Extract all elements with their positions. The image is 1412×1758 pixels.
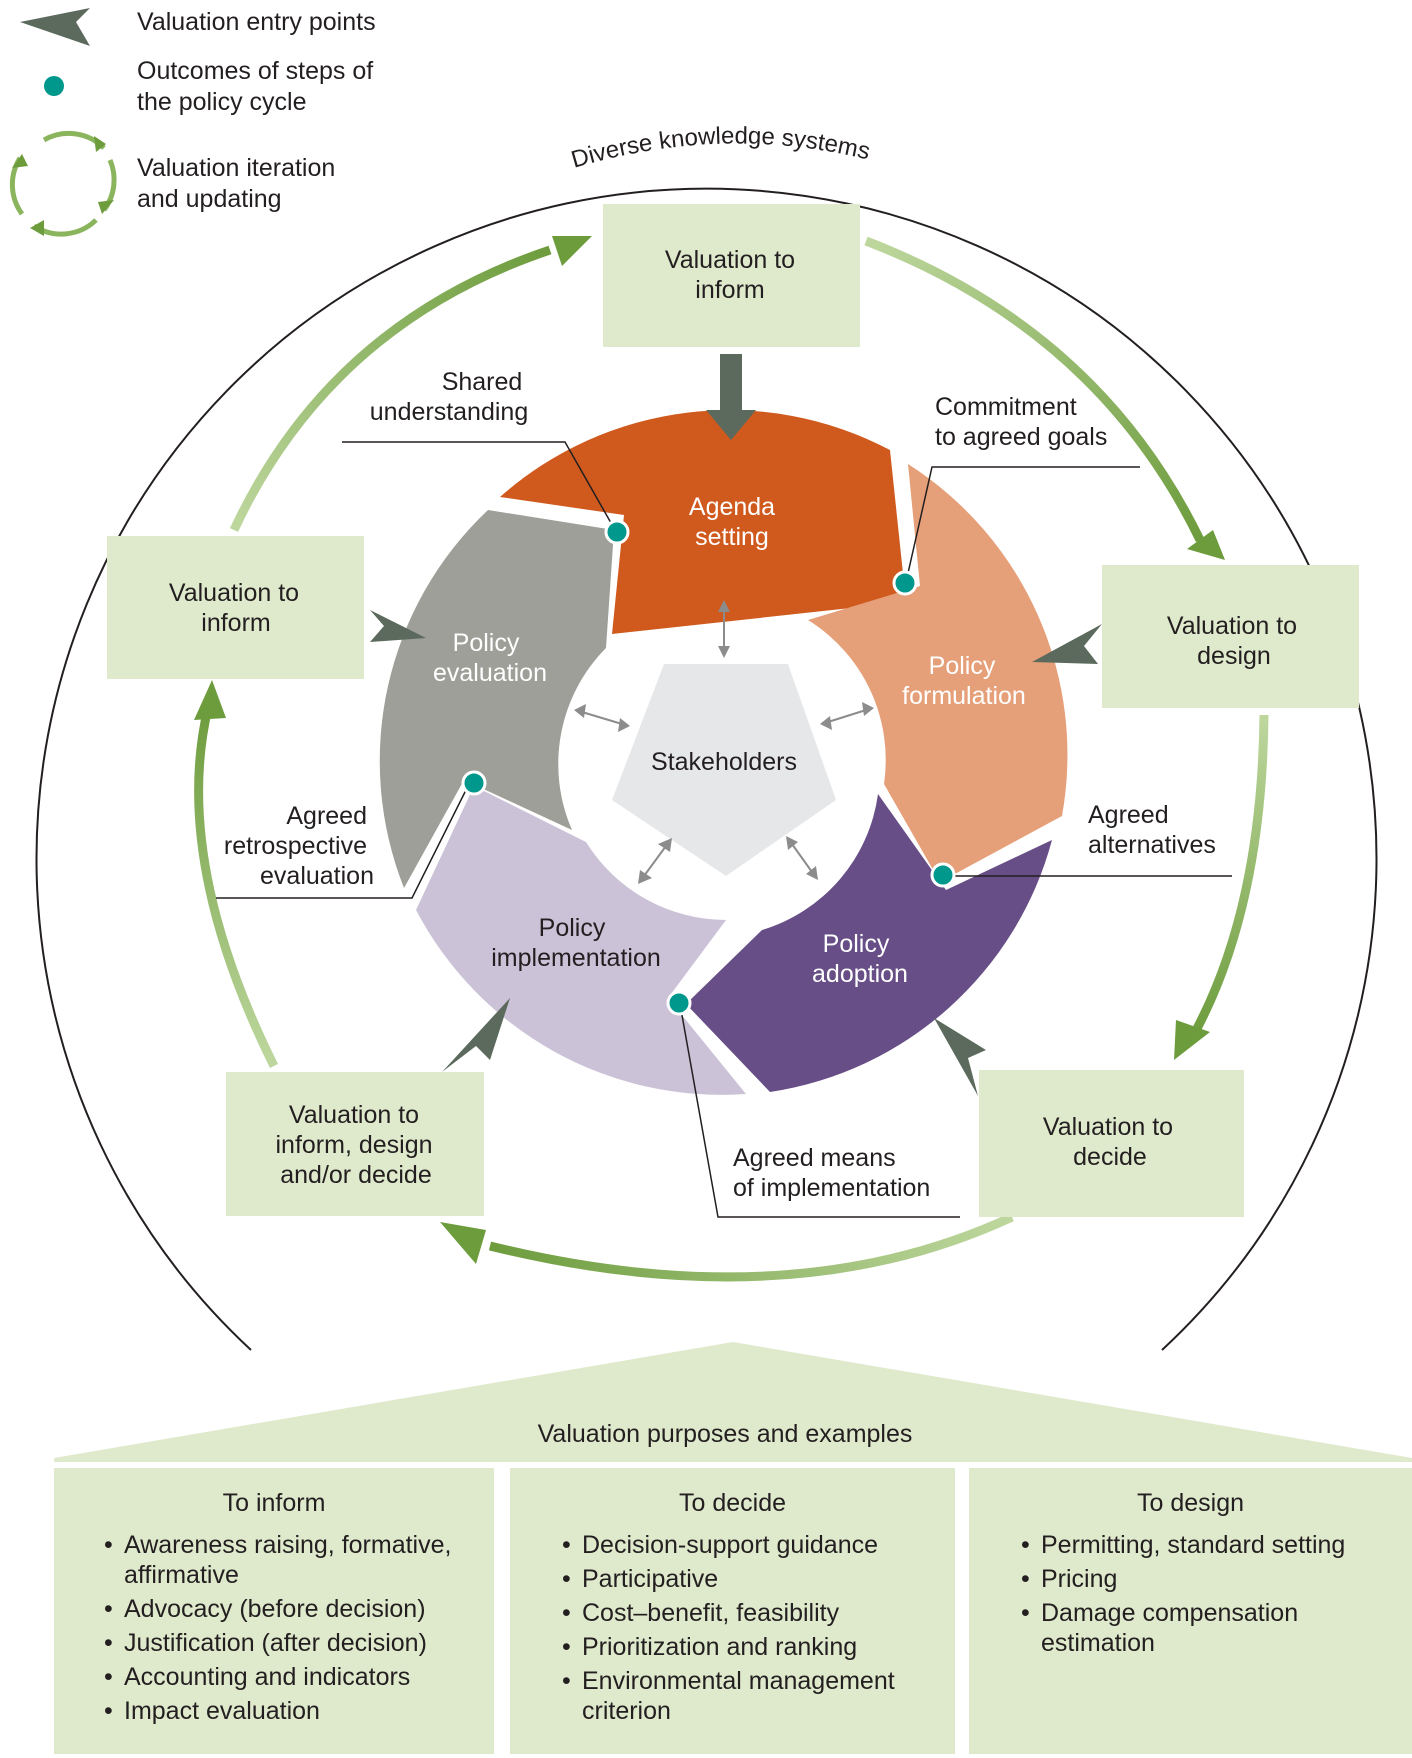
outer-ring-label: Diverse knowledge systems: [568, 122, 872, 173]
box-bottom-left-line1: Valuation to: [289, 1101, 419, 1129]
adoption-label-line2: adoption: [812, 960, 908, 988]
box-bottom-right-line1: Valuation to: [1043, 1113, 1173, 1141]
box-bottom-left: [226, 1072, 484, 1216]
list-item: Damage compensation estimation: [1021, 1598, 1394, 1658]
outcome-dot-legend-icon: [44, 76, 64, 96]
panel-decide-list: Decision-support guidance Participative …: [562, 1530, 937, 1730]
panel-inform: To inform Awareness raising, formative, …: [54, 1468, 494, 1754]
stakeholder-links: [574, 600, 874, 884]
entry-arrow-left: [370, 610, 426, 642]
panel-design-title: To design: [1136, 1489, 1245, 1517]
legend-outcomes-line2: the policy cycle: [137, 88, 307, 116]
implementation-label-line2: implementation: [491, 944, 661, 972]
box-top-line2: inform: [695, 276, 764, 304]
outcome-commitment-line2: to agreed goals: [935, 423, 1107, 451]
list-item: Permitting, standard setting: [1021, 1530, 1394, 1560]
purposes-title: Valuation purposes and examples: [538, 1420, 913, 1448]
box-bottom-right: [979, 1070, 1244, 1217]
panel-inform-title: To inform: [222, 1489, 326, 1517]
box-top: [603, 204, 860, 347]
panel-design: To design Permitting, standard setting P…: [969, 1468, 1412, 1754]
outcome-dot-retrospective: [461, 770, 487, 796]
purposes-banner: [54, 1342, 1412, 1462]
agenda-label-line1: Agenda: [689, 493, 775, 521]
outcome-retro-line2: retrospective: [224, 832, 367, 860]
outer-ring: [35, 187, 1378, 1351]
list-item: Awareness raising, formative, affirmativ…: [104, 1530, 476, 1590]
box-top-line1: Valuation to: [665, 246, 795, 274]
legend-iteration-line1: Valuation iteration: [137, 154, 335, 182]
box-right: [1102, 565, 1359, 708]
implementation-label-line1: Policy: [539, 914, 606, 942]
outcome-shared-line1: Shared: [442, 368, 523, 396]
policy-formulation-segment: [808, 464, 1068, 882]
list-item: Decision-support guidance: [562, 1530, 937, 1560]
box-bottom-left-line3: and/or decide: [280, 1161, 432, 1189]
entry-arrow-bottom-right: [934, 1018, 986, 1096]
panel-decide-title: To decide: [678, 1489, 787, 1517]
list-item: Impact evaluation: [104, 1696, 476, 1726]
outcome-retro-line1: Agreed: [286, 802, 367, 830]
list-item: Advocacy (before decision): [104, 1594, 476, 1624]
list-item: Accounting and indicators: [104, 1662, 476, 1692]
outcome-means-line1: Agreed means: [733, 1144, 896, 1172]
legend-entry-points: Valuation entry points: [137, 8, 376, 36]
policy-evaluation-segment: [379, 510, 614, 888]
box-left: [107, 536, 364, 679]
policy-adoption-segment: [686, 794, 1052, 1092]
outcome-shared-line2: understanding: [370, 398, 528, 426]
outcome-dot-means: [666, 990, 692, 1016]
agenda-setting-segment: [500, 410, 906, 634]
outcome-dots: [461, 519, 956, 1016]
box-bottom-left-line2: inform, design: [275, 1131, 432, 1159]
formulation-label-line2: formulation: [902, 682, 1026, 710]
entry-arrow-legend-icon: [20, 8, 90, 46]
panel-design-list: Permitting, standard setting Pricing Dam…: [1021, 1530, 1394, 1662]
policy-cycle-ring: [379, 410, 1068, 1095]
stakeholders-pentagon: [612, 664, 836, 876]
entry-arrow-top: [706, 354, 756, 440]
policy-implementation-segment: [416, 786, 746, 1095]
outcome-dot-commitment: [892, 570, 918, 596]
box-left-line2: inform: [201, 609, 270, 637]
outcome-alternatives-line2: alternatives: [1088, 831, 1216, 859]
panel-inform-list: Awareness raising, formative, affirmativ…: [104, 1530, 476, 1730]
outcome-means-line2: of implementation: [733, 1174, 930, 1202]
evaluation-label-line2: evaluation: [433, 659, 547, 687]
outcome-dot-shared: [604, 519, 630, 545]
list-item: Participative: [562, 1564, 937, 1594]
legend-outcomes-line1: Outcomes of steps of: [137, 57, 373, 85]
entry-arrows: [370, 354, 1102, 1096]
entry-arrow-bottom-left: [442, 998, 510, 1072]
box-right-line2: design: [1197, 642, 1271, 670]
box-right-line1: Valuation to: [1167, 612, 1297, 640]
iteration-arrows: [194, 236, 1269, 1282]
outcome-commitment-line1: Commitment: [935, 393, 1077, 421]
box-bottom-right-line2: decide: [1073, 1143, 1147, 1171]
box-left-line1: Valuation to: [169, 579, 299, 607]
formulation-label-line1: Policy: [929, 652, 996, 680]
list-item: Environmental management criterion: [562, 1666, 937, 1726]
evaluation-label-line1: Policy: [453, 629, 520, 657]
outcome-alternatives-line1: Agreed: [1088, 801, 1169, 829]
stakeholders-label: Stakeholders: [651, 748, 797, 776]
adoption-label-line1: Policy: [823, 930, 890, 958]
outcome-dot-alternatives: [930, 862, 956, 888]
outcome-leaders: [216, 441, 1232, 1218]
list-item: Pricing: [1021, 1564, 1394, 1594]
list-item: Justification (after decision): [104, 1628, 476, 1658]
outcome-retro-line3: evaluation: [260, 862, 374, 890]
list-item: Prioritization and ranking: [562, 1632, 937, 1662]
entry-arrow-right: [1032, 624, 1102, 664]
legend: Valuation entry points Outcomes of steps…: [9, 8, 376, 237]
legend-iteration-line2: and updating: [137, 185, 282, 213]
agenda-label-line2: setting: [695, 523, 769, 551]
list-item: Cost–benefit, feasibility: [562, 1598, 937, 1628]
panel-decide: To decide Decision-support guidance Part…: [510, 1468, 955, 1754]
